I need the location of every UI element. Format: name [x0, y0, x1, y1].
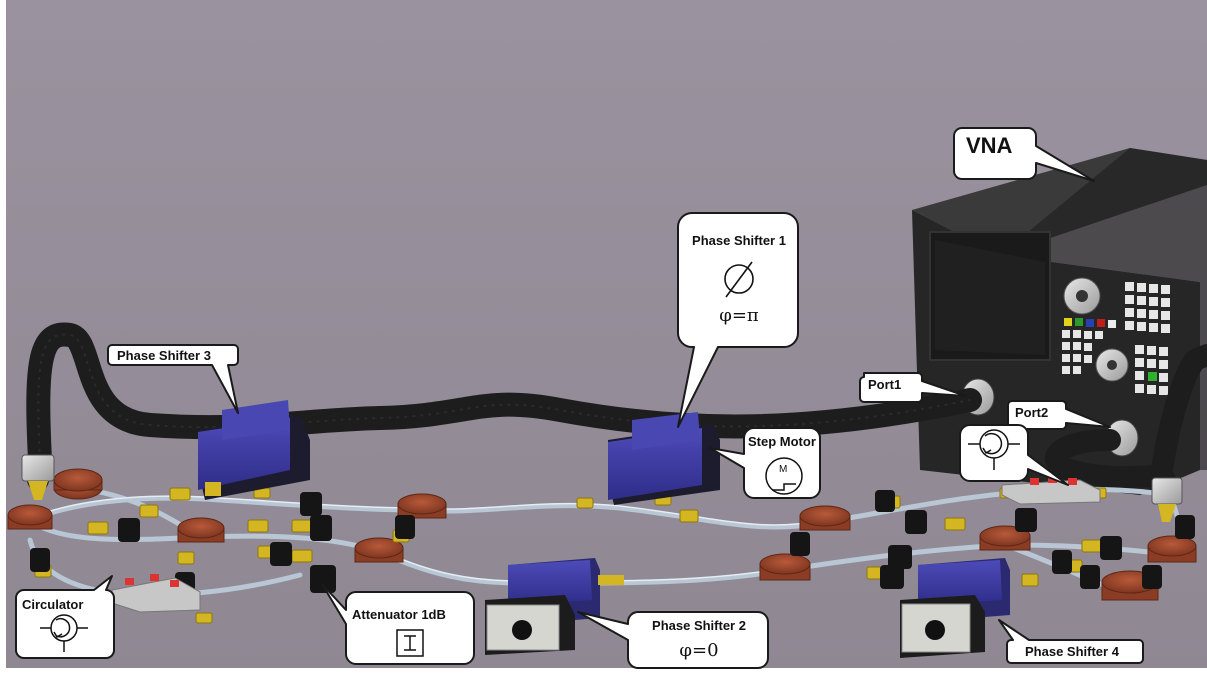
hybrid-disc: [398, 494, 446, 514]
vna-label-text: VNA: [966, 133, 1012, 158]
phase-shifter-4-label: Phase Shifter 4: [1025, 643, 1119, 661]
attenuator-title: Attenuator 1dB: [352, 607, 446, 622]
phase-shifter-2-phase: φ=0: [636, 640, 762, 661]
step-motor-symbol-letter: M: [779, 459, 787, 477]
phase-shifter-3-title: Phase Shifter 3: [117, 348, 211, 363]
hybrid-disc: [178, 518, 224, 538]
phase-shifter-1-label: Phase Shifter 1: [684, 232, 794, 250]
hybrid-disc: [760, 554, 810, 574]
hybrid-disc: [8, 505, 52, 525]
port2-label: Port2: [1015, 404, 1048, 422]
circulator-title: Circulator: [22, 597, 83, 612]
frame-border-left: [0, 0, 6, 678]
phase-shifter-2-label: Phase Shifter 2: [636, 617, 762, 635]
phase-shifter-2-phase-text: φ=0: [679, 640, 718, 661]
phase-shifter-4-title: Phase Shifter 4: [1025, 644, 1119, 659]
step-motor-letter: M: [779, 464, 787, 475]
phase-shifter-3-label: Phase Shifter 3: [117, 347, 211, 365]
step-motor-label: Step Motor: [748, 433, 816, 451]
frame-border-bottom: [0, 668, 1207, 678]
port2-title: Port2: [1015, 405, 1048, 420]
phase-shifter-1-title: Phase Shifter 1: [692, 233, 786, 248]
port1-label: Port1: [868, 376, 901, 394]
phase-shifter-1-phase: φ=π: [692, 305, 786, 326]
step-motor-title: Step Motor: [748, 434, 816, 449]
attenuator-label: Attenuator 1dB: [352, 606, 446, 624]
port1-title: Port1: [868, 377, 901, 392]
circulator-label: Circulator: [22, 596, 83, 614]
phase-shifter-1-phase-text: φ=π: [719, 305, 759, 326]
phase-shifter-2-title: Phase Shifter 2: [652, 618, 746, 633]
vna-label: VNA: [966, 133, 1012, 159]
hybrid-disc: [800, 506, 850, 526]
